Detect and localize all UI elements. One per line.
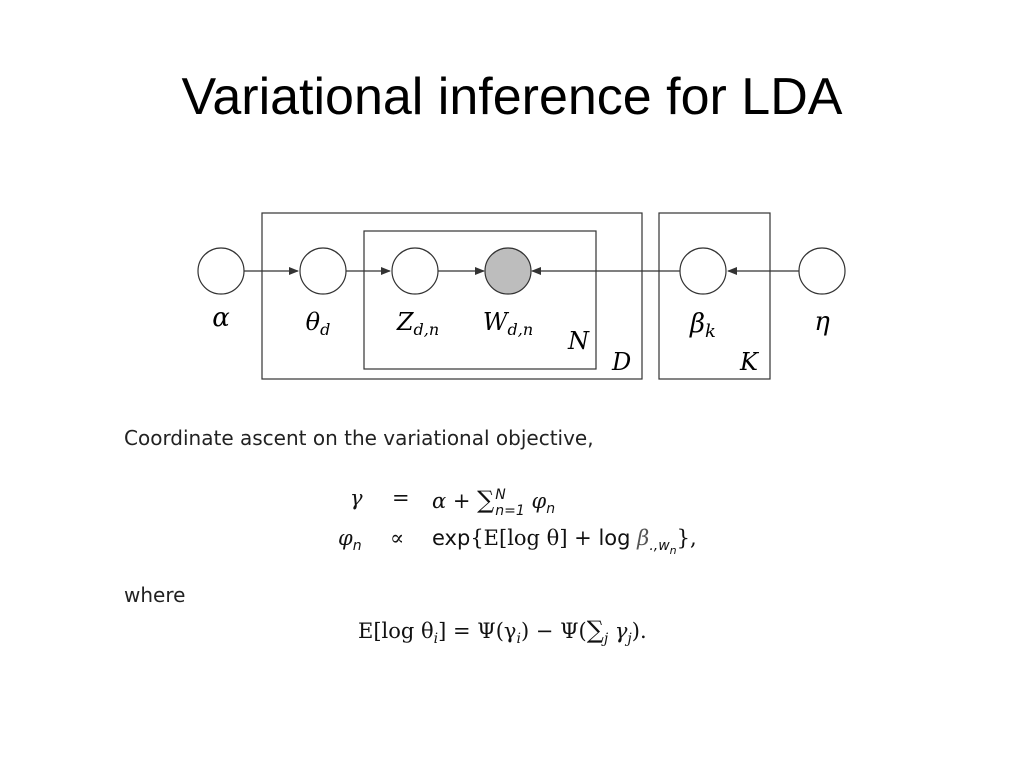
equation-phi-update: φn ∝ exp{E[log θ] + log β.,wn}, (0, 526, 1024, 566)
eq1-lhs: γ (350, 486, 363, 510)
node-w (484, 247, 532, 295)
plate-N (363, 230, 597, 370)
plate-K (658, 212, 771, 380)
plate-D (261, 212, 643, 380)
eq2-rel: ∝ (390, 526, 405, 550)
plate-label-N: N (567, 327, 590, 355)
label-eta: η (814, 307, 830, 337)
node-eta (798, 247, 846, 295)
label-w: Wd,n (483, 308, 533, 339)
node-z (391, 247, 439, 295)
intro-text: Coordinate ascent on the variational obj… (124, 426, 594, 450)
slide-title: Variational inference for LDA (181, 68, 843, 126)
node-beta (679, 247, 727, 295)
label-beta: βk (689, 309, 716, 342)
eq2-rhs: exp{E[log θ] + log β.,wn}, (432, 526, 697, 557)
plate-label-D: D (611, 348, 631, 376)
equation-expected-log-theta: E[log θi] = Ψ(γi) − Ψ(∑j γj). (358, 616, 647, 648)
where-text: where (124, 583, 186, 607)
plate-label-K: K (739, 348, 760, 376)
lda-plate-diagram: α θd Zd,n Wd,n βk η N D K (197, 212, 846, 380)
label-alpha: α (212, 303, 230, 333)
node-theta (299, 247, 347, 295)
node-alpha (197, 247, 245, 295)
label-z: Zd,n (396, 308, 439, 339)
eq1-rel: = (392, 486, 410, 510)
label-theta: θd (306, 308, 331, 339)
eq2-lhs: φn (338, 526, 362, 555)
